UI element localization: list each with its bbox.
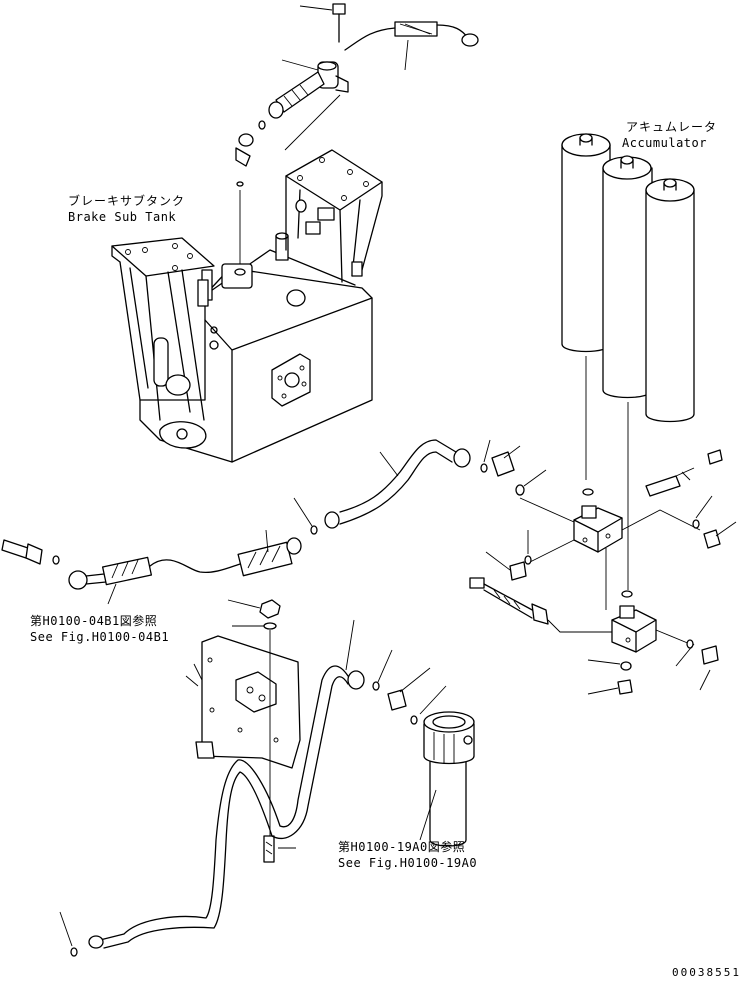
mounting-plate (185, 635, 301, 769)
drawing-number: 00038551 (672, 966, 741, 979)
left-bracket (111, 237, 215, 449)
accumulator-left (561, 133, 611, 353)
bottom-bolt (263, 835, 296, 863)
hose-to-valve (469, 577, 549, 625)
reference-19a0-jp: 第H0100-19A0図参照 (338, 840, 466, 854)
reference-04b1-en: See Fig.H0100-04B1 (30, 630, 170, 644)
top-hose (344, 21, 479, 71)
accumulator-label-jp: アキュムレータ (626, 120, 718, 134)
fittings-upper-right (480, 439, 737, 691)
brake-sub-tank-label-jp: ブレーキサブタンク (68, 194, 186, 208)
accumulator-middle (602, 155, 653, 399)
lower-pipe (88, 619, 365, 949)
middle-pipe (324, 439, 471, 529)
accumulator-label-en: Accumulator (622, 136, 707, 150)
reference-19a0-en: See Fig.H0100-19A0 (338, 856, 478, 870)
valve-block-upper (573, 505, 623, 553)
reference-04b1-jp: 第H0100-04B1図参照 (30, 614, 158, 628)
right-bracket (285, 149, 383, 283)
brake-sub-tank-label-en: Brake Sub Tank (68, 210, 177, 224)
nut-and-washer (227, 599, 281, 840)
elbow-fitting (235, 133, 254, 187)
fittings-lower-middle (372, 649, 447, 725)
filter-assembly (423, 711, 475, 847)
valve-block-lower (611, 605, 657, 653)
short-hose (258, 71, 325, 130)
accumulator-right (645, 178, 695, 423)
left-hose (1, 529, 302, 605)
top-bolt (299, 3, 346, 43)
